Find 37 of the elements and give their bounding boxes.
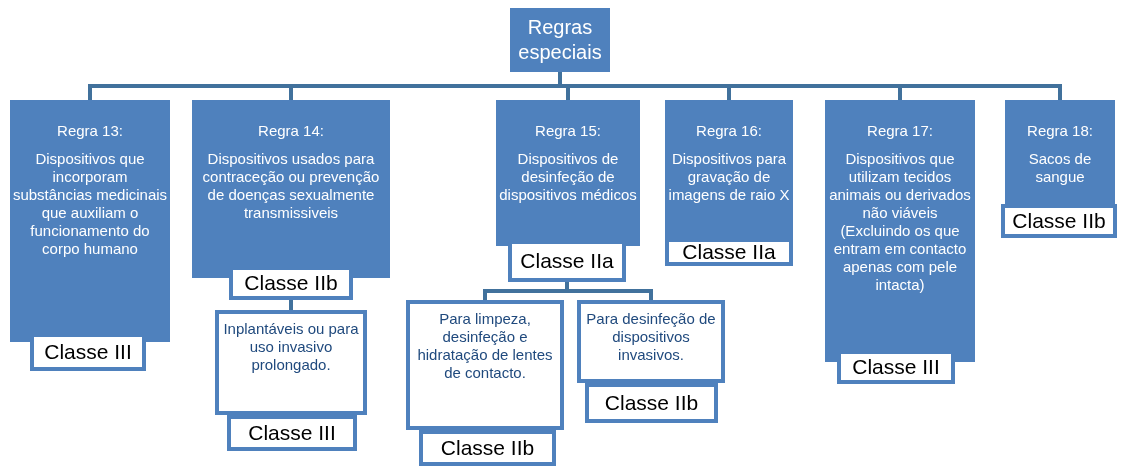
- rule-description: Dispositivos que incorporam substâncias medicinais que auxiliam o funcionamento do corpo humano: [12, 150, 168, 258]
- subcategory-text: Inplantáveis ou para uso invasivo prolongado.: [222, 320, 360, 374]
- rule-description: Sacos de sangue: [1027, 150, 1093, 186]
- class-label: Classe IIb: [604, 391, 699, 415]
- class-box: [585, 383, 718, 423]
- class-label: Classe IIb: [1012, 209, 1106, 233]
- class-box: [1001, 204, 1117, 238]
- class-label: Classe III: [248, 421, 336, 445]
- title-label: Regras especiais: [517, 15, 603, 65]
- rule-heading: Regra 17:: [867, 122, 933, 140]
- class-label: Classe IIa: [520, 249, 614, 273]
- rule-description: Dispositivos usados para contraceção ou prevenção de doenças sexualmente transmissiveis: [201, 150, 381, 222]
- rule-heading: Regra 14:: [258, 122, 324, 140]
- rule-heading: Regra 15:: [535, 122, 601, 140]
- subcategory-box: [577, 300, 725, 383]
- rule-heading: Regra 13:: [57, 122, 123, 140]
- class-label: Classe IIb: [244, 271, 338, 295]
- class-label: Classe IIb: [440, 436, 535, 460]
- connector-line: [289, 300, 293, 310]
- rule-heading: Regra 16:: [696, 122, 762, 140]
- rule-description: Dispositivos de desinfeção de dispositivos médicos: [498, 150, 638, 204]
- class-label: Classe IIa: [682, 240, 776, 264]
- subcategory-box: [215, 310, 367, 415]
- class-label: Classe III: [44, 340, 132, 364]
- subcategory-text: Para desinfeção de dispositivos invasivos.: [585, 310, 717, 364]
- class-box: [419, 430, 556, 466]
- connector-line: [558, 72, 1062, 100]
- title-box: [510, 8, 610, 72]
- subcategory-box: [406, 300, 564, 430]
- class-label: Classe III: [852, 355, 940, 379]
- class-box: [227, 415, 357, 451]
- connector-line: [565, 282, 653, 300]
- subcategory-text: Para limpeza, desinfeção e hidratação de lentes de contacto.: [416, 310, 554, 382]
- rule-description: Dispositivos que utilizam tecidos animais ou derivados não viáveis (Excluindo os que entram em contacto apenas com pele intacta): [828, 150, 972, 294]
- class-box: [665, 238, 793, 266]
- rule-heading: Regra 18:: [1027, 122, 1093, 140]
- rule-description: Dispositivos para gravação de imagens de raio X: [667, 150, 791, 204]
